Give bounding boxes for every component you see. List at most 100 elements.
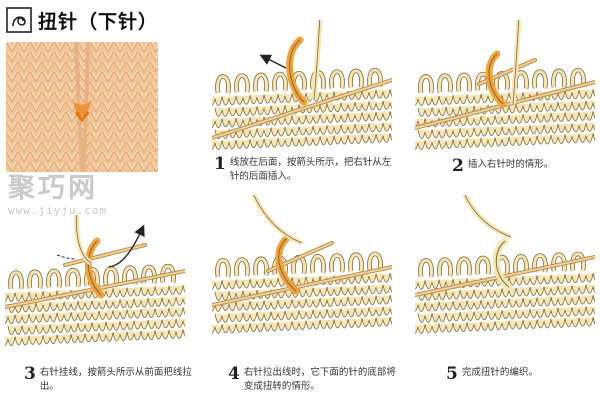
knit-stitch bbox=[7, 325, 23, 335]
knit-stitch bbox=[312, 309, 328, 319]
stitch-loop-fill bbox=[437, 74, 453, 93]
knit-stitch bbox=[14, 336, 30, 346]
knit-stitch bbox=[452, 300, 468, 310]
knit-stitch bbox=[564, 296, 580, 306]
knit-stitch bbox=[326, 125, 342, 135]
knit-stitch bbox=[42, 335, 58, 345]
knit-stitch bbox=[438, 323, 454, 333]
knit-stitch bbox=[214, 313, 230, 323]
knit-stitch bbox=[452, 139, 468, 149]
step-2-caption: 2 插入右针时的情形。 bbox=[452, 158, 553, 175]
knit-stitch bbox=[5, 336, 16, 346]
knit-stitch bbox=[214, 107, 230, 117]
knit-stitch bbox=[14, 314, 30, 324]
knit-stitch bbox=[235, 139, 251, 149]
knit-stitch bbox=[249, 139, 265, 149]
knit-swatch-photo bbox=[6, 42, 158, 172]
knit-stitch bbox=[515, 125, 531, 135]
knit-stitch bbox=[466, 94, 482, 104]
knit-stitch bbox=[298, 310, 314, 320]
knit-stitch bbox=[298, 288, 314, 298]
knit-stitch bbox=[494, 299, 510, 309]
knit-stitch bbox=[415, 324, 426, 334]
knit-stitch bbox=[415, 302, 426, 312]
knit-stitch bbox=[284, 126, 300, 136]
knit-stitch bbox=[543, 308, 559, 318]
knit-stitch bbox=[550, 112, 566, 122]
knit-stitch bbox=[105, 299, 121, 309]
knit-stitch bbox=[494, 115, 510, 125]
knit-stitch bbox=[305, 320, 321, 330]
knit-stitch bbox=[49, 324, 65, 334]
knit-stitch bbox=[452, 95, 468, 105]
knit-stitch bbox=[212, 118, 223, 128]
knit-stitch bbox=[49, 302, 65, 312]
stitch-loop-fill bbox=[418, 258, 434, 278]
knit-stitch bbox=[14, 292, 30, 302]
knit-stitch bbox=[305, 298, 321, 308]
knit-stitch bbox=[161, 297, 177, 307]
knit-stitch bbox=[417, 313, 433, 323]
knit-stitch bbox=[508, 298, 524, 308]
watermark: 聚巧网 www.jiyju.com bbox=[8, 174, 178, 220]
knit-stitch bbox=[445, 312, 461, 322]
knit-stitch bbox=[140, 286, 156, 296]
knit-stitch bbox=[361, 112, 377, 122]
knit-stitch bbox=[312, 125, 328, 135]
knit-stitch bbox=[480, 299, 496, 309]
step-5-svg bbox=[415, 195, 595, 334]
knit-stitch bbox=[312, 287, 328, 297]
knit-stitch bbox=[564, 134, 580, 144]
knit-stitch bbox=[326, 308, 342, 318]
knit-stitch bbox=[543, 102, 559, 112]
knit-stitch bbox=[319, 114, 335, 124]
knit-stitch bbox=[221, 118, 237, 128]
knit-stitch bbox=[501, 126, 517, 136]
knit-stitch bbox=[424, 302, 440, 312]
stitch-loop-fill bbox=[215, 258, 231, 278]
knit-stitch bbox=[361, 274, 377, 284]
knit-stitch bbox=[415, 96, 426, 106]
knit-stitch bbox=[333, 319, 349, 329]
watermark-brand: 聚巧网 bbox=[8, 173, 98, 204]
knit-stitch bbox=[375, 295, 391, 305]
knit-stitch bbox=[119, 299, 135, 309]
knit-stitch bbox=[221, 280, 237, 290]
knit-stitch bbox=[522, 114, 538, 124]
knit-stitch bbox=[221, 324, 237, 334]
knit-stitch bbox=[515, 309, 531, 319]
knit-stitch bbox=[564, 90, 580, 100]
knit-stitch bbox=[249, 322, 265, 332]
knit-stitch bbox=[494, 321, 510, 331]
knit-stitch bbox=[147, 319, 163, 329]
stitch-loop-fill bbox=[348, 69, 364, 88]
knit-stitch bbox=[340, 124, 356, 134]
stitch-loop-fill bbox=[215, 74, 231, 94]
knit-stitch bbox=[21, 303, 37, 313]
knit-stitch bbox=[389, 133, 392, 141]
knit-stitch bbox=[522, 319, 538, 329]
knit-stitch bbox=[375, 317, 391, 327]
page-title: 扭针（下针） bbox=[38, 10, 159, 33]
knit-stitch bbox=[473, 311, 489, 321]
stitch-loop-fill bbox=[456, 257, 472, 276]
knit-stitch bbox=[508, 114, 524, 124]
knit-stitch bbox=[578, 317, 594, 327]
knit-stitch bbox=[333, 113, 349, 123]
knit-stitch bbox=[182, 285, 185, 293]
knit-stitch bbox=[417, 107, 433, 117]
knit-stitch bbox=[235, 301, 251, 311]
knit-stitch bbox=[263, 138, 279, 148]
knit-stitch bbox=[270, 105, 286, 115]
knit-stitch bbox=[389, 89, 392, 97]
knit-stitch bbox=[550, 274, 566, 284]
knit-stitch bbox=[333, 135, 349, 145]
knit-stitch bbox=[63, 323, 79, 333]
knit-stitch bbox=[480, 115, 496, 125]
knit-stitch bbox=[515, 287, 531, 297]
knit-stitch bbox=[249, 300, 265, 310]
stitch-loop-fill bbox=[513, 254, 529, 274]
knit-stitch bbox=[522, 297, 538, 307]
knit-stitch bbox=[592, 89, 595, 97]
knit-stitch bbox=[305, 114, 321, 124]
